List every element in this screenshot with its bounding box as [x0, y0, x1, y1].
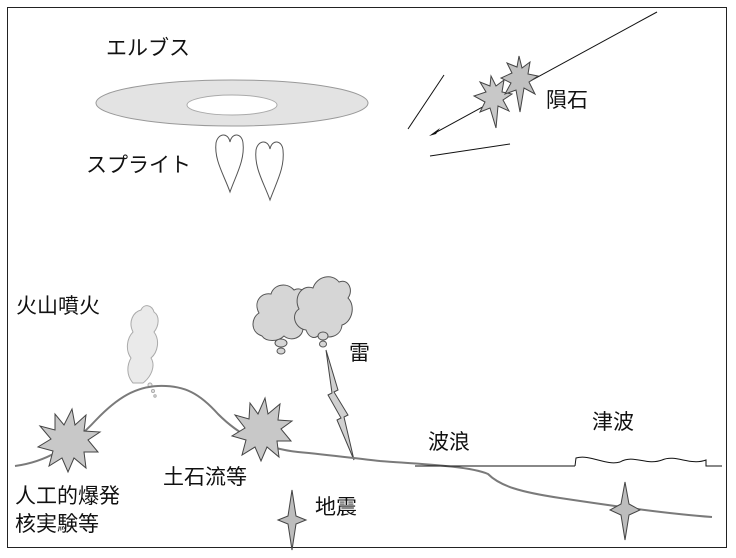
label-meteorite: 隕石 — [546, 88, 588, 112]
wave-line-icon — [415, 456, 722, 467]
volcano-plume-icon — [126, 305, 159, 398]
thundercloud-icon — [252, 276, 353, 355]
label-explosion-line2: 核実験等 — [15, 512, 99, 536]
sprite-shape-icon — [215, 134, 284, 202]
elves-ring-icon — [95, 79, 369, 127]
label-volcano: 火山噴火 — [16, 294, 100, 318]
lightning-bolt-icon — [325, 349, 355, 461]
label-lightning: 雷 — [349, 341, 370, 365]
label-elves: エルブス — [106, 36, 190, 60]
label-waves: 波浪 — [428, 430, 470, 454]
meteor-burst-icon — [407, 11, 658, 157]
quake-star-icon — [276, 481, 642, 551]
explosion-burst-icon — [36, 407, 102, 474]
label-sprites: スプライト — [86, 153, 191, 177]
label-debris-flow: 土石流等 — [163, 465, 247, 489]
label-tsunami: 津波 — [592, 410, 634, 434]
label-earthquake: 地震 — [315, 495, 357, 519]
label-explosion-line1: 人工的爆発 — [15, 484, 120, 508]
debris-burst-icon — [230, 396, 294, 463]
diagram-frame — [7, 7, 727, 548]
ground-profile — [14, 384, 713, 518]
